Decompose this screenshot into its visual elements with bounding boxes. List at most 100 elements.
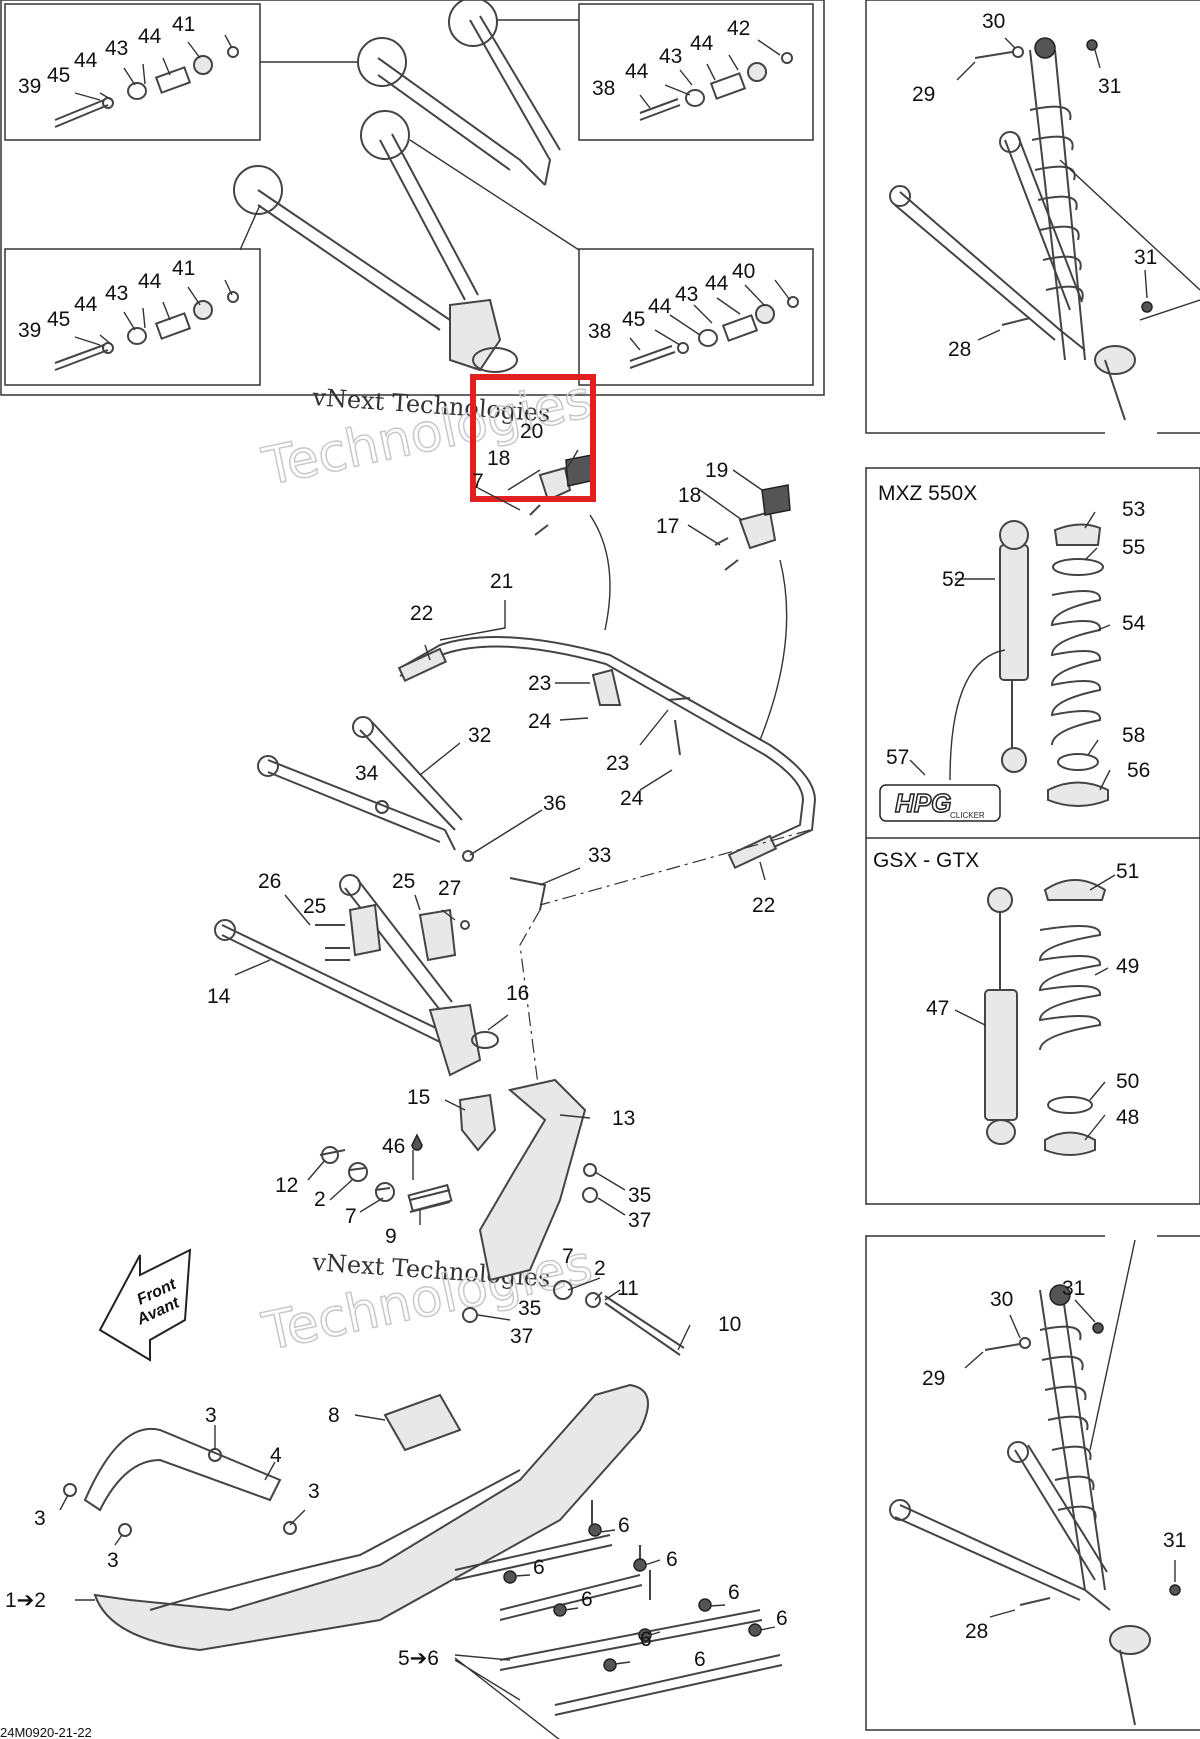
callout-10: 10 [718, 1313, 741, 1336]
callout-14: 14 [207, 985, 231, 1008]
callout-6f: 6 [640, 1628, 652, 1651]
shock-eye-bottom [1049, 1284, 1071, 1306]
shock-47-eye-bottom [986, 1119, 1016, 1145]
nut-6d [633, 1558, 647, 1572]
nut-40 [787, 296, 799, 308]
nut-34 [375, 800, 389, 814]
leaders-box-4 [629, 279, 791, 351]
callout-44f: 44 [138, 270, 162, 293]
callout-23a: 23 [528, 672, 551, 695]
callout-56: 56 [1127, 759, 1150, 782]
mxz-title: MXZ 550X [878, 482, 977, 505]
spring-49 [1038, 925, 1101, 1051]
callout-28a: 28 [948, 338, 971, 361]
nut-12 [321, 1146, 339, 1164]
callout-9: 9 [385, 1225, 397, 1248]
callout-22a: 22 [410, 602, 433, 625]
callout-44b: 44 [138, 25, 162, 48]
nut-6g [603, 1658, 617, 1672]
leaders-18-20 [477, 449, 579, 511]
callout-39a: 39 [18, 75, 41, 98]
callout-49: 49 [1116, 955, 1139, 978]
a-arm-eye-top-a [889, 185, 911, 207]
nut-6c [553, 1603, 567, 1617]
callout-38a: 38 [592, 77, 615, 100]
leaders-gsx [954, 874, 1116, 1141]
spring-seat-56 [1047, 781, 1109, 807]
leaders-46-12-2-7-9 [307, 1150, 421, 1225]
bracket-18a [538, 466, 572, 502]
washer-36 [462, 850, 474, 862]
callout-47: 47 [926, 997, 949, 1020]
washer-30-top [1012, 46, 1024, 58]
figure-code: 24M0920-21-22 [0, 1725, 92, 1739]
watermark-big-2: Technologies [257, 1235, 597, 1363]
bushing-44h [755, 304, 775, 324]
callout-31a: 31 [1098, 75, 1121, 98]
spindle-bottom [1109, 1625, 1151, 1655]
carbide-c [499, 1609, 763, 1671]
callout-3d: 3 [107, 1549, 119, 1572]
shock-body-top [1029, 49, 1086, 361]
callout-44d: 44 [690, 32, 714, 55]
leaders-23b-24b [639, 709, 673, 791]
callout-28b: 28 [965, 1620, 988, 1643]
leaders-21-22 [424, 600, 506, 661]
callout-45b: 45 [47, 308, 70, 331]
sway-link-b [759, 559, 788, 741]
leaders-mxz [909, 511, 1111, 791]
callout-41b: 41 [172, 257, 195, 280]
callout-31b: 31 [1134, 246, 1157, 269]
leaders-top-shock [956, 37, 1148, 341]
hardware-box-top-left [4, 3, 261, 141]
gsx-title: GSX - GTX [873, 849, 979, 872]
a-arm-eye-bottom-b [1007, 1441, 1029, 1463]
callout-37b: 37 [510, 1325, 533, 1348]
sway-link-a [589, 514, 611, 631]
callout-4: 4 [270, 1444, 282, 1467]
washer-45-bottom [102, 342, 114, 354]
callout-17b: 17 [656, 515, 679, 538]
leaders-14-16-15-13 [234, 959, 591, 1119]
spring-cup-53 [1053, 523, 1102, 546]
nut-37a [582, 1187, 598, 1203]
shock-spring-bottom [1039, 1325, 1097, 1521]
sway-bar-21 [399, 636, 817, 863]
a-arm-14-eye-b [339, 874, 361, 896]
callout-23b: 23 [606, 752, 629, 775]
hardware-box-bottom-left [4, 248, 261, 386]
ski-assembly [63, 1383, 649, 1652]
pivot-hardware [319, 1149, 451, 1213]
hardware-box-top-right [578, 3, 814, 141]
nut-41-bottom [227, 291, 239, 303]
washer-55 [1052, 558, 1104, 576]
nut-6a [588, 1523, 602, 1537]
shock-47-body [984, 989, 1018, 1121]
callout-24a: 24 [528, 710, 552, 733]
bushing-circle-c [233, 165, 283, 215]
sleeve-43d [721, 314, 759, 342]
callout-6h: 6 [694, 1648, 706, 1671]
bushing-44e [127, 327, 147, 345]
grease-drop-icon [411, 1133, 423, 1151]
bolt-29-top [974, 51, 1013, 59]
nut-31-top-b [1141, 301, 1153, 313]
nut-31-bottom-b [1169, 1584, 1181, 1596]
callout-43b: 43 [659, 45, 682, 68]
front-arrow-shape [98, 1248, 192, 1362]
a-arm-32-eye-b [352, 716, 374, 738]
washer-30-bottom [1019, 1337, 1031, 1349]
leaders-box-1 [74, 34, 233, 101]
shock-leaders-top [1059, 159, 1200, 321]
leaders-5-6 [454, 1654, 560, 1739]
bolts-17a [529, 504, 549, 536]
callout-3c: 3 [34, 1507, 46, 1530]
callout-57: 57 [886, 746, 909, 769]
upper-a-arm-32 [267, 721, 463, 851]
callout-58: 58 [1122, 724, 1145, 747]
callout-labels: 39 45 44 43 44 41 38 44 43 44 42 39 45 4… [5, 10, 1186, 1671]
callout-31d: 31 [1163, 1529, 1186, 1552]
carbide-b [499, 1574, 643, 1621]
